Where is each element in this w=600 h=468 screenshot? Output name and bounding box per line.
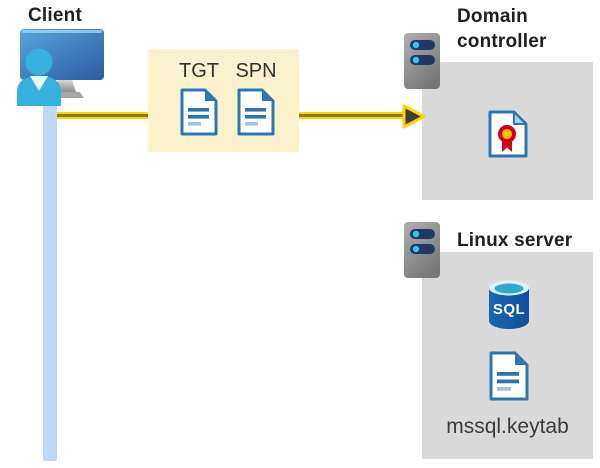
server-icon [404, 222, 440, 278]
sql-icon-text: SQL [493, 301, 525, 318]
certificate-icon [488, 110, 528, 158]
spn-token: SPN [232, 58, 280, 136]
person-icon [17, 48, 61, 106]
document-icon [180, 88, 218, 136]
document-icon [489, 351, 529, 401]
client-title: Client [28, 5, 82, 26]
document-icon [237, 88, 275, 136]
client-timeline-bar [43, 90, 57, 461]
linux-server-title: Linux server [457, 230, 573, 251]
domain-controller-title: Domain controller [457, 6, 547, 52]
client-workstation-icon [17, 29, 104, 106]
spn-label: SPN [235, 60, 277, 82]
server-icon [404, 33, 440, 89]
arrow-right-icon [402, 104, 426, 129]
token-highlight-box: TGT SPN [148, 49, 299, 152]
tgt-token: TGT [175, 58, 223, 136]
sql-database-icon: SQL [489, 280, 529, 329]
tgt-label: TGT [179, 60, 219, 82]
keytab-filename: mssql.keytab [446, 415, 569, 438]
